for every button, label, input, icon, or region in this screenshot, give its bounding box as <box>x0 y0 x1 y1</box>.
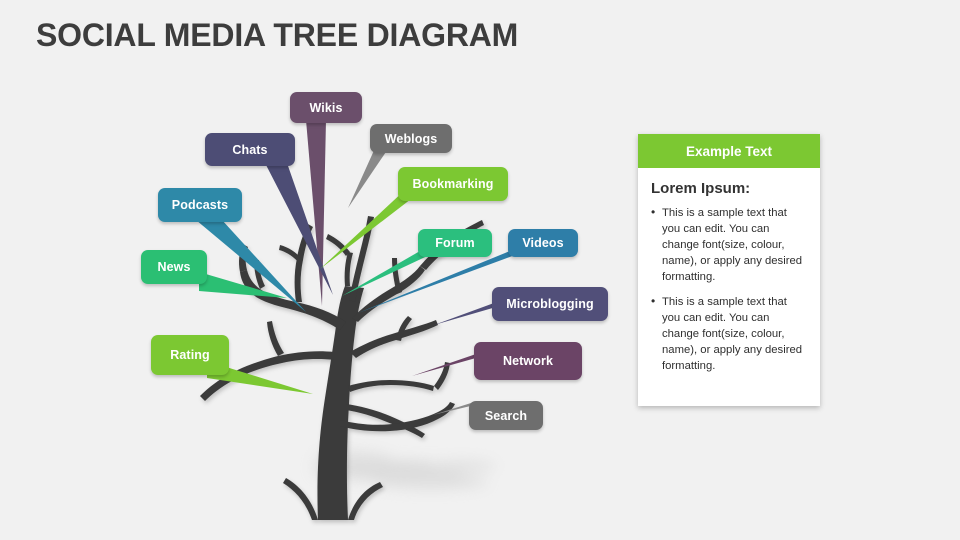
panel-body: Lorem Ipsum: This is a sample text that … <box>638 168 820 374</box>
label-forum[interactable]: Forum <box>342 229 492 296</box>
label-text: Forum <box>435 236 475 250</box>
podcasts-tail <box>196 220 306 312</box>
panel-subtitle: Lorem Ipsum: <box>651 180 751 197</box>
chats-tail <box>265 163 333 295</box>
label-text: Search <box>484 408 528 423</box>
list-item: This is a sample text that you can edit.… <box>651 204 807 285</box>
label-text: Microblogging <box>506 297 594 311</box>
list-item: This is a sample text that you can edit.… <box>651 293 807 374</box>
label-text: Weblogs <box>384 131 438 146</box>
example-text-panel: Example Text Lorem Ipsum: This is a samp… <box>638 134 820 406</box>
label-text: Wikis <box>309 100 343 115</box>
label-text: Network <box>502 354 554 368</box>
panel-header: Example Text <box>638 134 820 168</box>
label-microblogging[interactable]: Microblogging <box>434 287 608 325</box>
label-text: News <box>157 260 191 274</box>
panel-header-text: Example Text <box>685 143 773 159</box>
label-bookmarking[interactable]: Bookmarking <box>320 167 508 269</box>
label-text: Videos <box>522 236 564 250</box>
ground-shadow <box>312 451 496 489</box>
tree-branches <box>200 216 484 520</box>
label-rating[interactable]: Rating <box>151 335 313 394</box>
panel-bullet-list: This is a sample text that you can edit.… <box>651 204 807 374</box>
label-search[interactable]: Search <box>433 401 543 430</box>
news-tail <box>199 272 287 298</box>
label-text: Podcasts <box>171 198 229 212</box>
label-weblogs[interactable]: Weblogs <box>348 124 452 208</box>
label-text: Rating <box>170 348 210 362</box>
label-chats[interactable]: Chats <box>205 133 333 295</box>
label-videos[interactable]: Videos <box>358 229 578 313</box>
forum-tail <box>342 251 438 296</box>
label-text: Bookmarking <box>412 177 494 191</box>
label-network[interactable]: Network <box>412 342 582 380</box>
wikis-tail <box>306 120 326 306</box>
label-wikis[interactable]: Wikis <box>290 92 362 306</box>
label-podcasts[interactable]: Podcasts <box>158 188 306 312</box>
label-text: Chats <box>232 142 268 157</box>
label-news[interactable]: News <box>141 250 287 298</box>
page-title: SOCIAL MEDIA TREE DIAGRAM <box>36 17 519 53</box>
